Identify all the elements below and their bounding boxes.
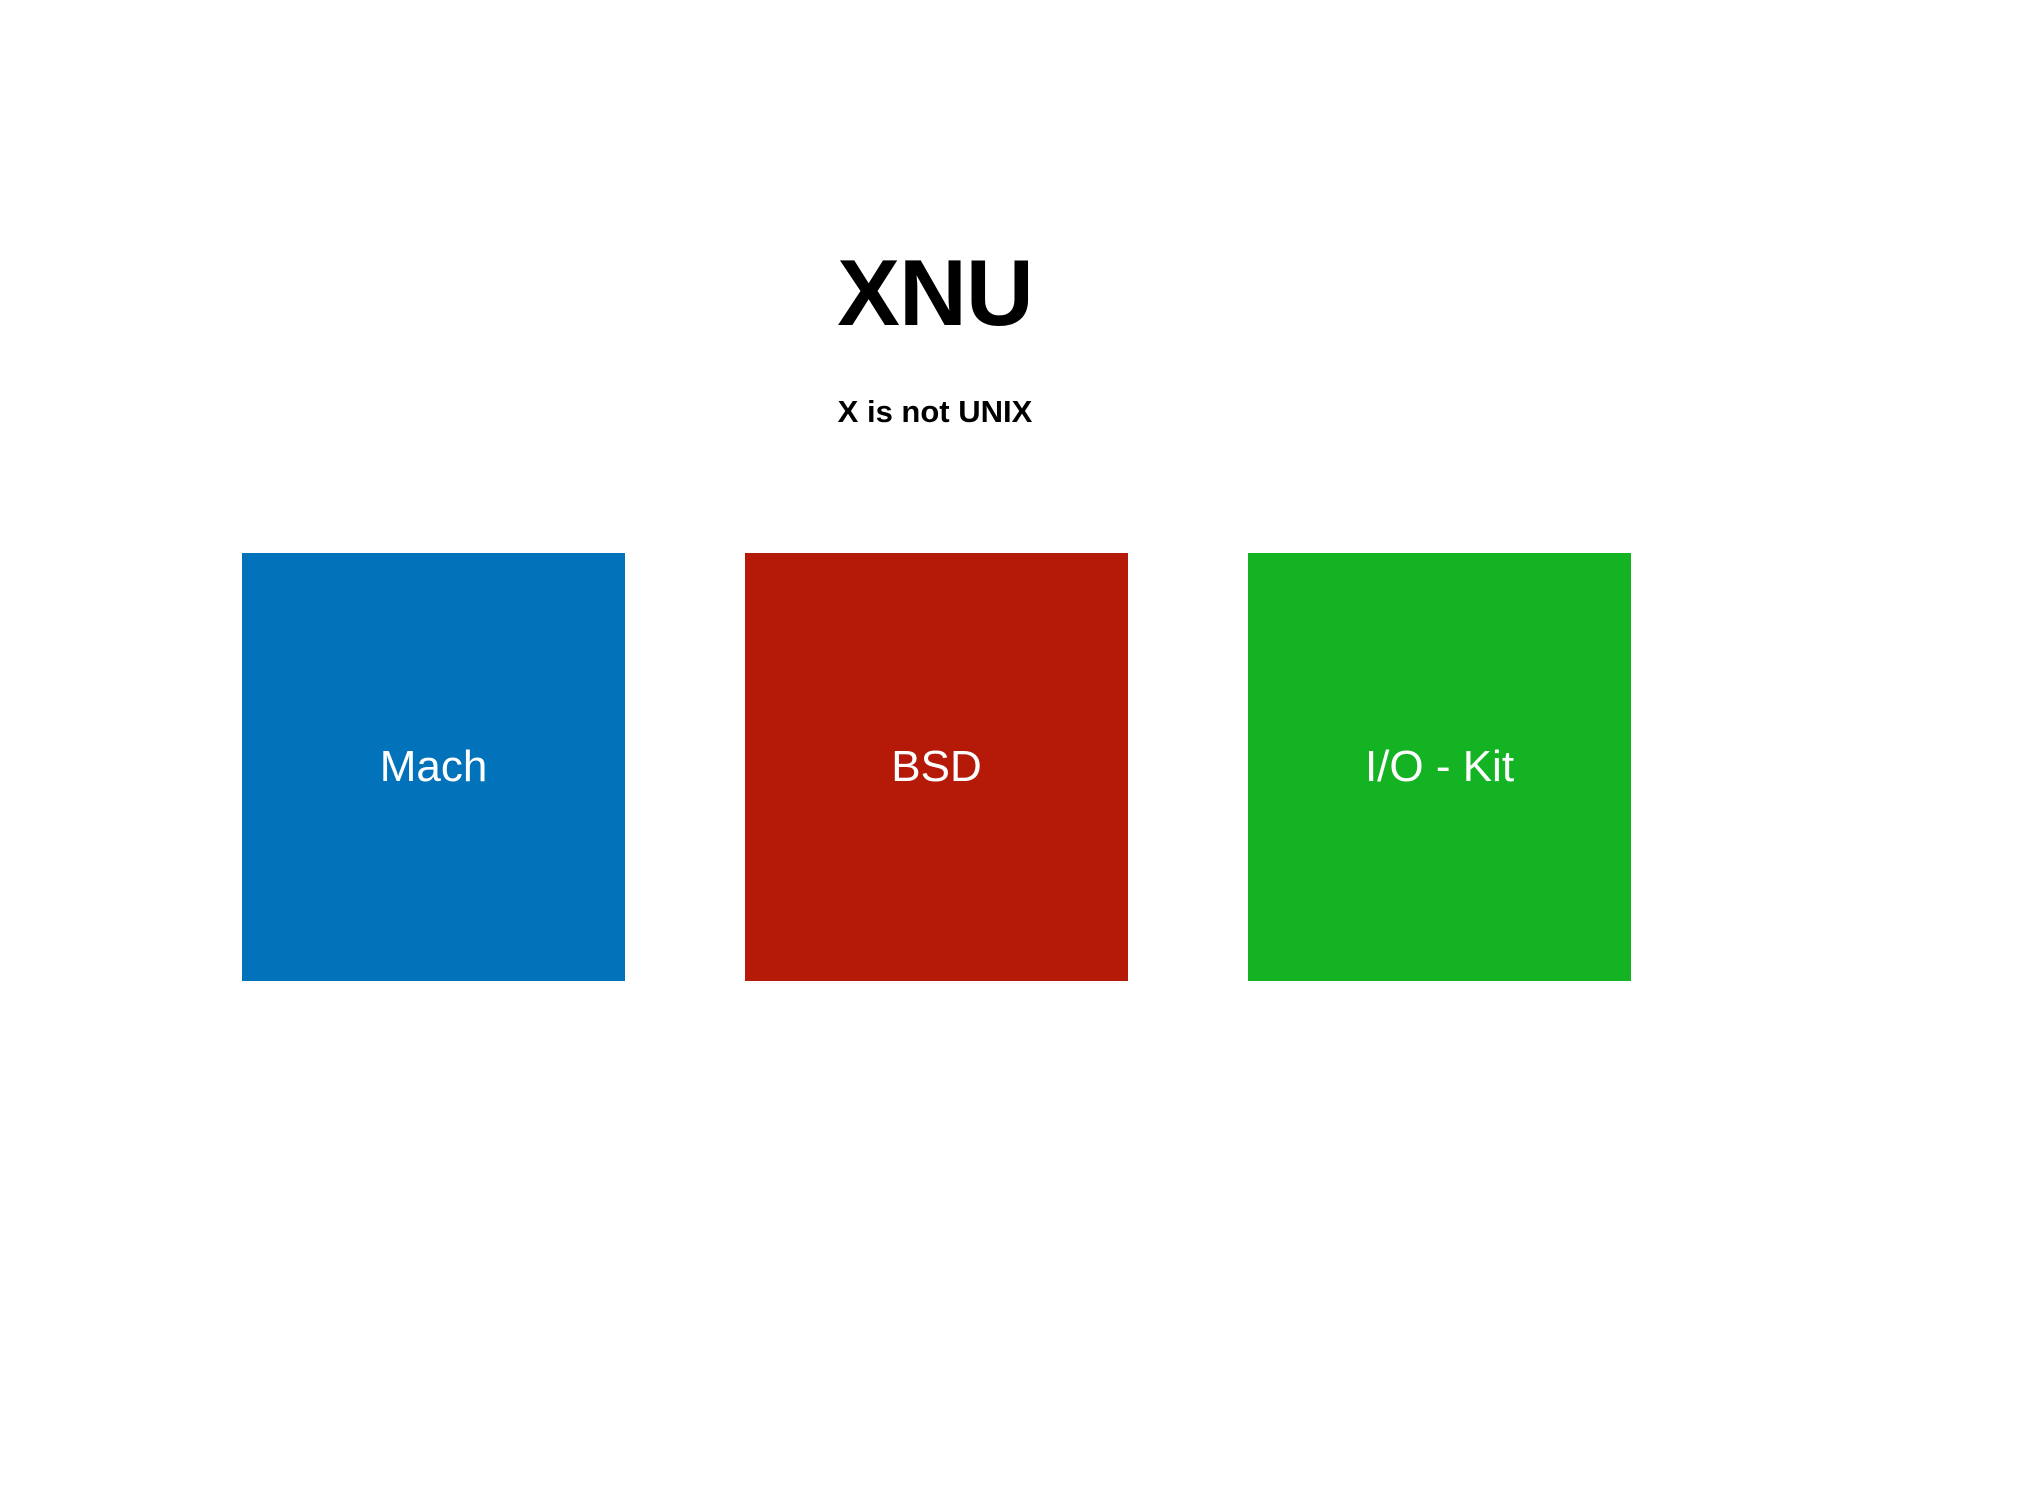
component-label-bsd: BSD bbox=[891, 742, 982, 791]
diagram-title: XNU bbox=[837, 240, 1033, 345]
component-label-io-kit: I/O - Kit bbox=[1364, 742, 1515, 791]
component-box-io-kit: I/O - Kit bbox=[1248, 553, 1631, 981]
diagram-subtitle: X is not UNIX bbox=[837, 394, 1033, 429]
component-box-mach: Mach bbox=[242, 553, 625, 981]
component-box-bsd: BSD bbox=[745, 553, 1128, 981]
component-label-mach: Mach bbox=[379, 742, 488, 791]
